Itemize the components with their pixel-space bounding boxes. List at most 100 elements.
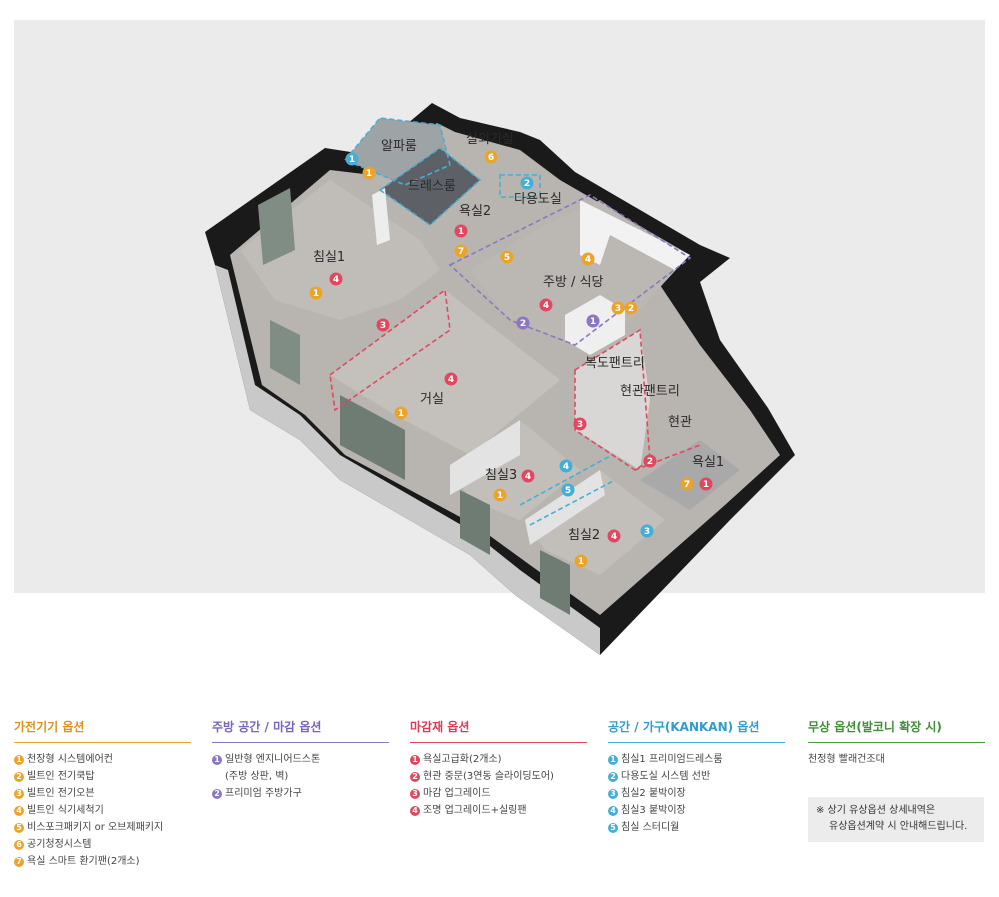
room-label-bedroom1: 침실1: [313, 250, 345, 265]
option-marker-number: 1: [349, 155, 355, 165]
notice-line-1: ※ 상기 유상옵션 상세내역은: [816, 805, 936, 816]
legend-item-label: 조명 업그레이드+실링팬: [423, 805, 527, 816]
room-label-bedroom3: 침실3: [485, 468, 517, 483]
option-marker-appliance-1: [493, 488, 507, 502]
zone-utility: [499, 174, 541, 198]
room-label-dress: 드레스룸: [408, 179, 456, 194]
option-marker-number: 4: [333, 275, 339, 285]
legend-item-label: 욕실고급화(2개소): [423, 754, 502, 765]
option-marker-finish-1: [454, 224, 468, 238]
legend-number-badge: 1: [410, 755, 420, 765]
option-marker-finish-4: [329, 272, 343, 286]
living-floor: [330, 290, 560, 455]
option-marker-number: 3: [577, 420, 583, 430]
legend-kitchen-title: 주방 공간 / 마감 옵션: [212, 718, 389, 743]
legend-item-label: 현관 중문(3연동 슬라이딩도어): [423, 771, 554, 782]
notice-line-2: 유상옵션계약 시 안내해드립니다.: [829, 821, 968, 832]
legend-item-label: 빌트인 전기쿡탑: [27, 771, 95, 782]
legend-item-label: 빌트인 전기오븐: [27, 788, 95, 799]
legend-item-label: 욕실 스마트 환기팬(2개소): [27, 856, 140, 867]
option-marker-appliance-2: [624, 301, 638, 315]
zone-alpha-room: [343, 117, 451, 186]
option-marker-number: 3: [615, 304, 621, 314]
legend-item-label: 천정형 빨래건조대: [808, 754, 885, 765]
wall-bedroom3: [450, 420, 520, 495]
option-marker-appliance-1: [362, 166, 376, 180]
window-bedroom1: [258, 188, 295, 265]
zone-bedroom2-study: [529, 479, 616, 526]
room-label-kitchen: 주방 / 식당: [543, 275, 604, 290]
legend-item-free: 천정형 빨래건조대: [808, 751, 985, 768]
room-label-utility: 다용도실: [514, 192, 562, 207]
room-label-bedroom2: 침실2: [568, 528, 600, 543]
room-label-alpha: 알파룸: [381, 139, 417, 154]
option-marker-number: 1: [497, 491, 503, 501]
wall-pantry: [575, 330, 650, 470]
legend-item-label: 공기청정시스템: [27, 839, 92, 850]
option-marker-number: 4: [563, 462, 569, 472]
zone-dress-room: [378, 147, 482, 227]
option-marker-number: 6: [488, 153, 494, 163]
dress-room-floor: [380, 148, 480, 225]
legend-number-badge: 1: [212, 755, 222, 765]
legend-appliance-title: 가전기기 옵션: [14, 718, 191, 743]
option-marker-number: 7: [458, 247, 464, 257]
option-marker-number: 1: [590, 317, 596, 327]
option-marker-appliance-5: [500, 250, 514, 264]
legend-number-badge: 6: [14, 840, 24, 850]
legend-item-label: 침실1 프리미엄드레스룸: [621, 754, 723, 765]
option-marker-finish-4: [521, 469, 535, 483]
option-marker-space-4: [559, 459, 573, 473]
room-label-outdoor-unit: 실외기실: [466, 132, 514, 147]
option-marker-space-2: [520, 176, 534, 190]
option-marker-number: 3: [644, 527, 650, 537]
room-label-bath1: 욕실1: [692, 455, 724, 470]
option-marker-finish-3: [376, 318, 390, 332]
bedroom2-floor: [525, 470, 665, 575]
option-marker-number: 4: [543, 301, 549, 311]
option-marker-appliance-1: [309, 286, 323, 300]
wall-bedroom1-dress: [372, 188, 390, 245]
legend-number-badge: 3: [14, 789, 24, 799]
option-marker-kitchen-1: [586, 314, 600, 328]
option-marker-finish-3: [573, 417, 587, 431]
option-marker-number: 2: [520, 319, 526, 329]
legend-item-label: 다용도실 시스템 선반: [621, 771, 711, 782]
option-marker-number: 1: [458, 227, 464, 237]
room-label-entrance-pantry: 현관팬트리: [620, 384, 680, 399]
window-bedroom-side: [270, 320, 300, 385]
option-marker-space-1: [345, 152, 359, 166]
legend-item-label: 침실2 붙박이장: [621, 788, 686, 799]
legend-number-badge: 3: [410, 789, 420, 799]
option-marker-finish-4: [607, 529, 621, 543]
option-marker-appliance-3: [611, 301, 625, 315]
option-marker-appliance-7: [454, 244, 468, 258]
option-marker-appliance-1: [394, 406, 408, 420]
legend-item-label: 침실3 붙박이장: [621, 805, 686, 816]
legend-number-badge: 5: [14, 823, 24, 833]
option-marker-number: 4: [585, 255, 591, 265]
option-marker-number: 4: [525, 472, 531, 482]
legend-number-badge: 3: [608, 789, 618, 799]
wall-bedroom2: [525, 470, 605, 545]
window-bedroom2: [540, 550, 570, 615]
room-label-bath2: 욕실2: [459, 204, 491, 219]
option-marker-finish-1: [699, 477, 713, 491]
